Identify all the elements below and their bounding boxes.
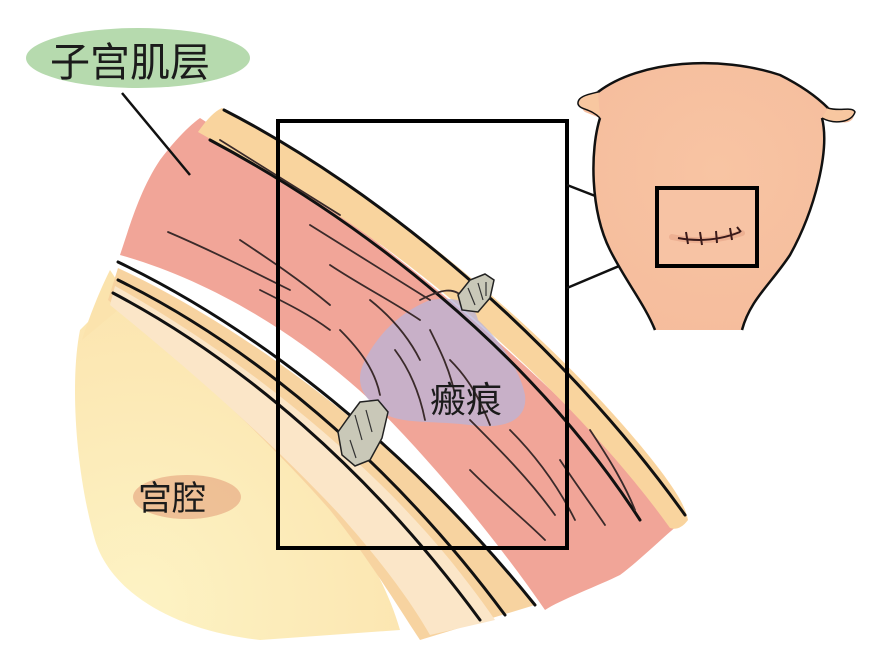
cavity-label-text: 宫腔: [138, 479, 206, 519]
scar-label: 瘢痕: [430, 380, 502, 421]
cavity-label: 宫腔: [133, 475, 241, 519]
inset-scar-box: [655, 186, 759, 268]
suture-knot-upper: [457, 273, 495, 313]
myometrium-leader-line: [121, 92, 191, 176]
suture-knot-lower: [337, 399, 389, 467]
incision-suture-icon: [677, 226, 742, 246]
zoom-frame: [276, 119, 569, 550]
myometrium-label: 子宫肌层: [26, 28, 250, 176]
serosa-band: [198, 108, 688, 529]
myometrium-label-text: 子宫肌层: [50, 40, 210, 86]
muscle-fibers: [167, 139, 636, 541]
layer-outlines: [111, 108, 687, 622]
